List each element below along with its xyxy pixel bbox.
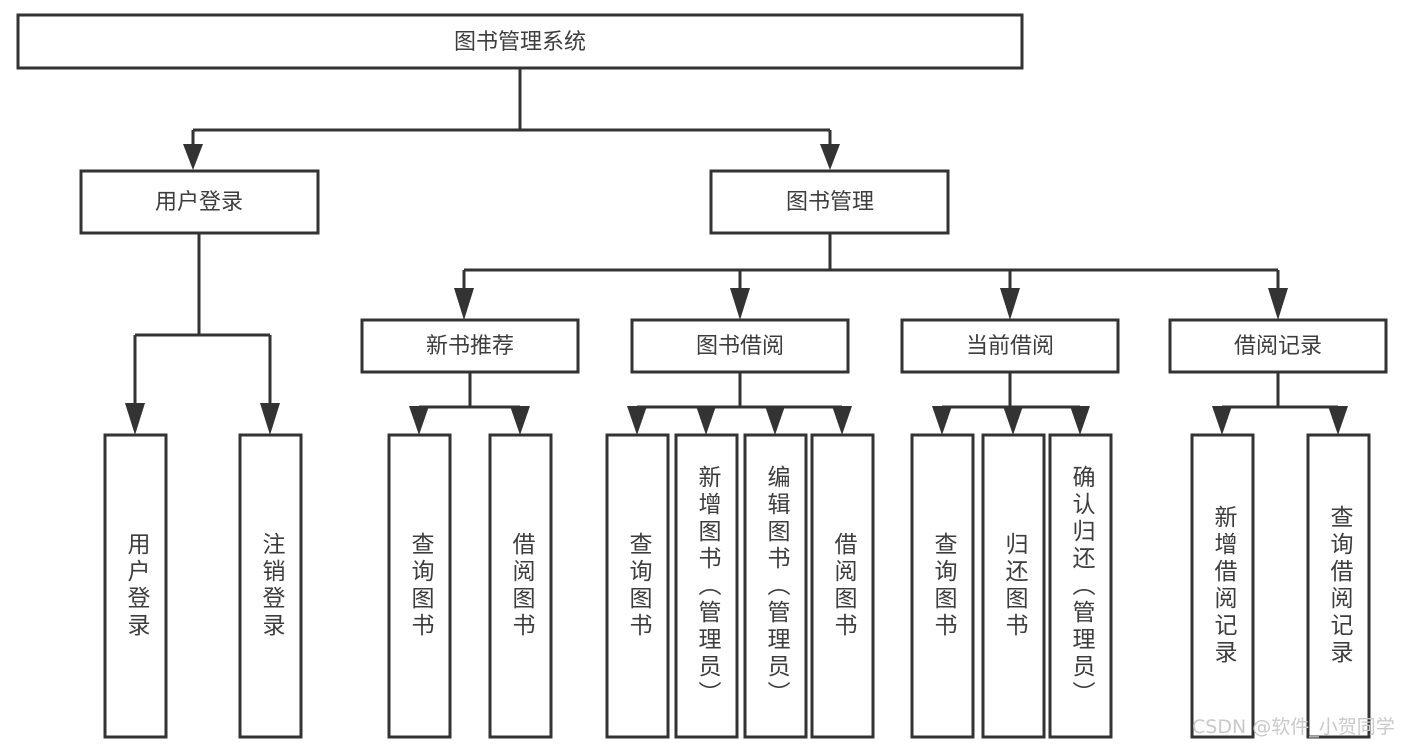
node-user-login-box[interactable]: [79, 169, 320, 235]
node-book-manage[interactable]: 图书管理: [709, 169, 950, 235]
arrow-head-book-borrow: [730, 288, 750, 320]
node-borrow-record[interactable]: 借阅记录: [1168, 318, 1388, 374]
leaf-add-record-box[interactable]: [1190, 433, 1255, 739]
arrow-head-leaf-user-logout: [260, 403, 280, 435]
leaf-borrow-book-2-box[interactable]: [810, 433, 875, 739]
leaf-edit-book-box[interactable]: [743, 433, 808, 739]
node-book-manage-label: 图书管理: [786, 190, 874, 215]
node-user-login[interactable]: 用户登录: [79, 169, 320, 235]
node-book-borrow-box[interactable]: [630, 318, 850, 374]
arrow-head-new-book-rec: [454, 288, 474, 320]
arrow-head-borrow-record: [1268, 288, 1288, 320]
leaf-add-book-box[interactable]: [674, 433, 739, 739]
arrow-head-current-borrow: [1000, 288, 1020, 320]
node-root-label: 图书管理系统: [454, 30, 586, 55]
node-borrow-record-box[interactable]: [1168, 318, 1388, 374]
arrow-head-leaf-borrow-book-1: [510, 406, 530, 435]
node-root[interactable]: 图书管理系统: [16, 13, 1024, 70]
leaf-query-record-box[interactable]: [1306, 433, 1371, 739]
arrow-head-leaf-return-book: [1003, 406, 1023, 435]
arrow-head-user-login: [183, 144, 203, 170]
node-root-box[interactable]: [16, 13, 1024, 70]
node-current-borrow-label: 当前借阅: [966, 334, 1054, 359]
node-current-borrow[interactable]: 当前借阅: [900, 318, 1120, 374]
arrow-head-leaf-query-record: [1328, 406, 1348, 435]
node-user-login-label: 用户登录: [155, 190, 243, 215]
arrow-head-leaf-confirm-return: [1070, 406, 1090, 435]
leaf-query-book-3-box[interactable]: [910, 433, 975, 739]
arrow-head-leaf-add-record: [1212, 406, 1232, 435]
leaf-return-book-box[interactable]: [981, 433, 1046, 739]
leaf-confirm-return-box[interactable]: [1048, 433, 1113, 739]
connector-layer: [125, 68, 1348, 435]
leaf-query-book-1-box[interactable]: [387, 433, 452, 739]
leaf-user-login-box[interactable]: [103, 433, 168, 739]
csdn-watermark: CSDN @软件_小贺同学: [1192, 716, 1395, 738]
leaf-query-book-2-box[interactable]: [605, 433, 670, 739]
leaf-user-logout-box[interactable]: [238, 433, 303, 739]
arrow-head-leaf-user-login: [125, 403, 145, 435]
leaf-borrow-book-1-box[interactable]: [488, 433, 553, 739]
arrow-head-leaf-query-book-2: [627, 406, 647, 435]
node-new-book-rec[interactable]: 新书推荐: [360, 318, 580, 374]
arrow-head-leaf-query-book-3: [932, 406, 952, 435]
node-new-book-rec-label: 新书推荐: [426, 334, 514, 359]
arrow-head-leaf-edit-book: [765, 406, 785, 435]
arrow-head-book-manage: [820, 144, 840, 170]
node-book-borrow[interactable]: 图书借阅: [630, 318, 850, 374]
node-borrow-record-label: 借阅记录: [1234, 334, 1322, 359]
arrow-head-leaf-query-book-1: [409, 406, 429, 435]
leaf-boxes-layer: [103, 433, 1371, 739]
node-new-book-rec-box[interactable]: [360, 318, 580, 374]
arrow-head-leaf-add-book: [696, 406, 716, 435]
node-book-borrow-label: 图书借阅: [696, 334, 784, 359]
node-current-borrow-box[interactable]: [900, 318, 1120, 374]
arrow-head-leaf-borrow-book-2: [832, 406, 852, 435]
node-book-manage-box[interactable]: [709, 169, 950, 235]
